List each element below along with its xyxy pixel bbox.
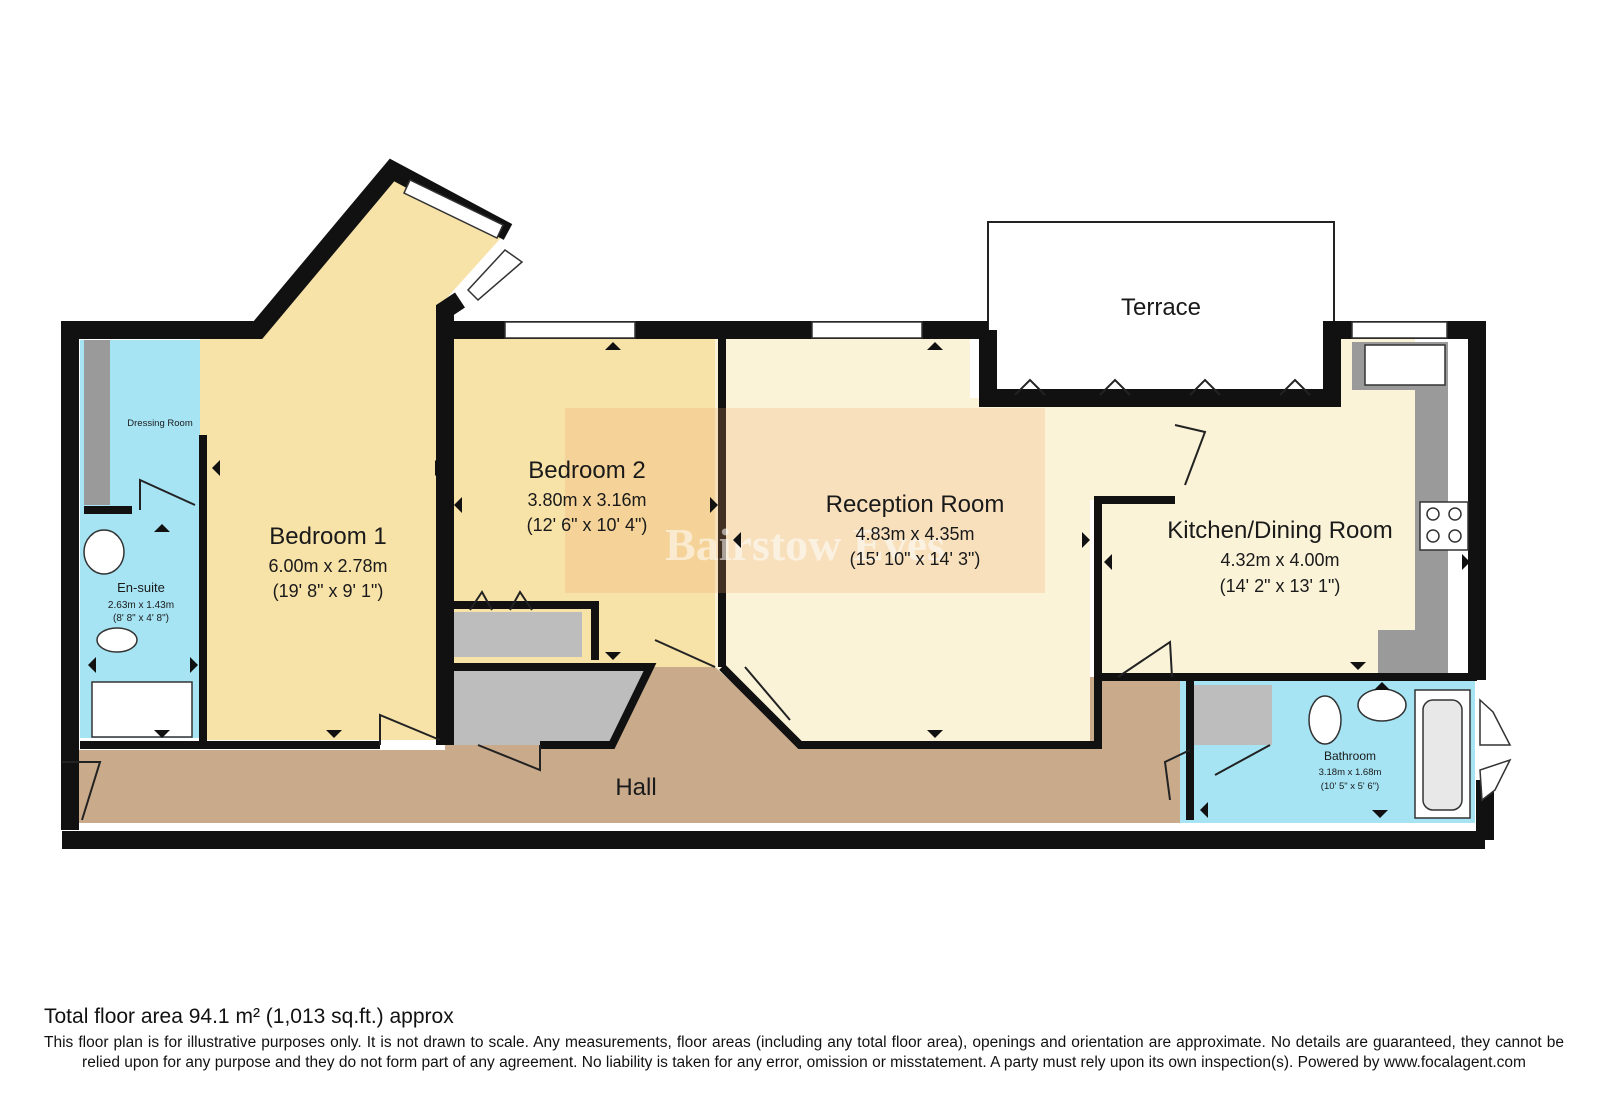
terrace-outline	[987, 221, 1335, 401]
dressing-label: Dressing Room	[127, 418, 193, 429]
doors	[62, 378, 1311, 821]
watermark-box	[565, 408, 1045, 593]
bedroom1-metric: 6.00m x 2.78m	[268, 556, 387, 576]
bedroom2-name: Bedroom 2	[528, 457, 645, 484]
ensuite-imperial: (8' 8" x 4' 8")	[113, 613, 169, 624]
bedroom2-imperial: (12' 6" x 10' 4")	[527, 515, 648, 535]
reception-imperial: (15' 10" x 14' 3")	[850, 549, 981, 569]
terrace-label: Terrace	[1121, 294, 1201, 321]
ensuite-name: En-suite	[117, 580, 165, 595]
hall-area	[62, 667, 1180, 823]
ensuite-shower-tray	[91, 681, 193, 738]
storage-cupboard	[452, 667, 648, 745]
reception-area	[715, 330, 1175, 745]
watermark-text: Bairstow Eves	[665, 519, 945, 570]
ensuite-basin	[83, 529, 125, 575]
bath-cupboard	[1192, 685, 1272, 745]
dimension-markers	[88, 342, 1470, 818]
fixtures	[83, 344, 1471, 819]
bedroom2-metric: 3.80m x 3.16m	[527, 490, 646, 510]
kitchen-hob	[1419, 501, 1469, 551]
bathroom-wc	[1308, 695, 1342, 745]
bedroom1-name: Bedroom 1	[269, 523, 386, 550]
wardrobe-bedroom2	[452, 612, 582, 657]
kitchen-imperial: (14' 2" x 13' 1")	[1220, 576, 1341, 596]
kitchen-name: Kitchen/Dining Room	[1167, 517, 1392, 544]
reception-name: Reception Room	[826, 491, 1005, 518]
dressing-wardrobe	[84, 340, 110, 505]
windows	[403, 178, 1512, 802]
floor-plan: Bairstow Eves Terrace Bedroom 1 6.00m x …	[61, 158, 1512, 849]
disclaimer: This floor plan is for illustrative purp…	[44, 1034, 1564, 1071]
inner-walls	[80, 338, 1477, 820]
ensuite-wc	[96, 627, 138, 653]
footer: Total floor area 94.1 m² (1,013 sq.ft.) …	[44, 1005, 1564, 1073]
bathroom-name: Bathroom	[1324, 749, 1376, 763]
bathroom-imperial: (10' 5" x 5' 6")	[1321, 781, 1379, 792]
total-floor-area: Total floor area 94.1 m² (1,013 sq.ft.) …	[44, 1005, 454, 1028]
reception-metric: 4.83m x 4.35m	[855, 524, 974, 544]
bedroom1-imperial: (19' 8" x 9' 1")	[273, 581, 384, 601]
bedroom2-area	[445, 330, 715, 667]
kitchen-sink	[1364, 344, 1446, 386]
kitchen-metric: 4.32m x 4.00m	[1220, 550, 1339, 570]
hall-label: Hall	[615, 774, 656, 801]
bathroom-metric: 3.18m x 1.68m	[1319, 767, 1382, 778]
kitchen-worktop	[1352, 342, 1448, 675]
kitchen-area	[1095, 330, 1415, 675]
bathroom-basin	[1357, 688, 1407, 722]
ensuite-metric: 2.63m x 1.43m	[108, 600, 174, 611]
